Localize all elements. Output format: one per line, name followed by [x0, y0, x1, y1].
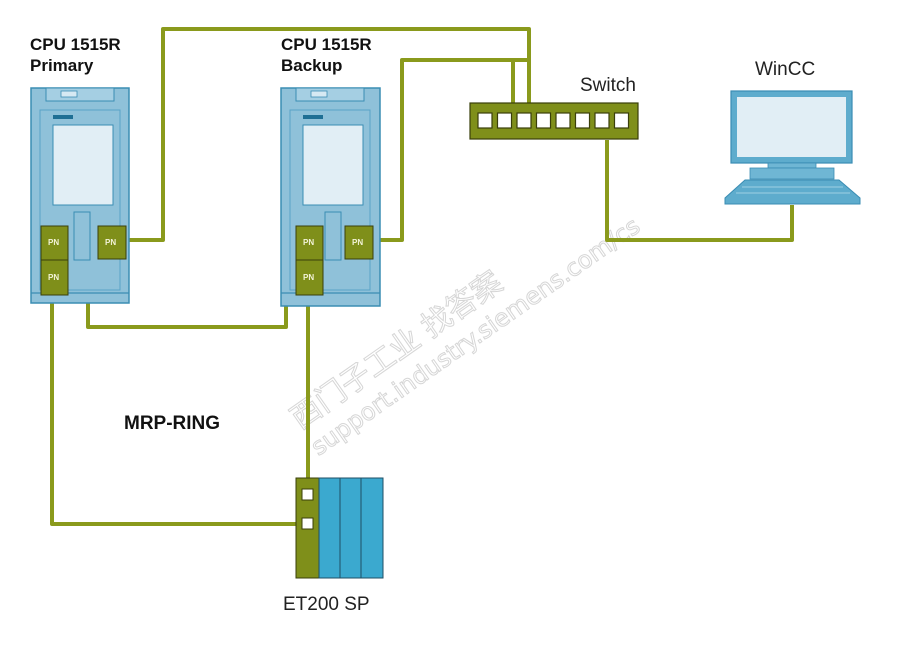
switch-body	[469, 102, 639, 140]
cpu-primary-port-x2[interactable]: PN	[97, 225, 127, 260]
et200sp-module-2	[339, 477, 362, 579]
et200sp-port-1[interactable]	[301, 488, 314, 501]
svg-text:PN: PN	[303, 273, 314, 282]
switch-port-2[interactable]	[496, 112, 513, 129]
cpu-primary-top-cover	[45, 87, 115, 102]
switch-port-4[interactable]	[535, 112, 552, 129]
switch-label: Switch	[580, 75, 636, 96]
cable-backup-to-switch-drop	[402, 58, 515, 103]
wincc-base	[749, 167, 835, 180]
switch-port-7[interactable]	[594, 112, 610, 129]
et200sp-module-1	[318, 477, 341, 579]
cable-primary-to-switch	[127, 27, 531, 242]
cpu-backup-port-x1p2[interactable]: PN	[295, 259, 324, 296]
wincc-screen	[737, 97, 846, 157]
cpu-backup-status-bar	[303, 115, 323, 119]
cpu-primary[interactable]: CPU 1515R Primary PN PN PN	[30, 35, 130, 304]
switch-port-1[interactable]	[477, 112, 493, 129]
et200sp-port-2[interactable]	[301, 517, 314, 530]
cpu-backup[interactable]: CPU 1515R Backup PN PN PN	[280, 35, 381, 307]
switch-port-3[interactable]	[516, 112, 532, 129]
cpu-backup-label-line1: CPU 1515R	[281, 35, 372, 54]
cpu-primary-port-x1p1[interactable]: PN	[40, 225, 69, 262]
switch-ports	[477, 112, 630, 129]
et200sp[interactable]: ET200 SP	[283, 477, 384, 615]
svg-text:PN: PN	[352, 238, 363, 247]
cable-primary-to-et200	[50, 295, 298, 526]
et200sp-label: ET200 SP	[283, 594, 370, 615]
wincc-label: WinCC	[755, 59, 815, 80]
svg-text:PN: PN	[48, 273, 59, 282]
cpu-backup-port-x2[interactable]: PN	[344, 225, 374, 260]
switch-port-5[interactable]	[555, 112, 571, 129]
cables	[50, 27, 794, 526]
switch-port-6[interactable]	[574, 112, 591, 129]
cpu-backup-port-x1p1[interactable]: PN	[295, 225, 324, 262]
cpu-primary-display	[52, 124, 114, 206]
cpu-primary-label-line2: Primary	[30, 56, 94, 75]
cpu-primary-port-x1p2[interactable]: PN	[40, 259, 69, 296]
cpu-backup-display	[302, 124, 364, 206]
cpu-primary-led-cover	[60, 90, 78, 98]
wincc-keyboard	[724, 179, 861, 205]
cpu-primary-label-line1: CPU 1515R	[30, 35, 121, 54]
wincc-stand	[767, 162, 817, 169]
mrp-ring-label: MRP-RING	[124, 413, 220, 434]
et200sp-module-3	[360, 477, 384, 579]
svg-text:PN: PN	[105, 238, 116, 247]
switch[interactable]: Switch	[469, 75, 639, 140]
switch-port-8[interactable]	[613, 112, 630, 129]
cpu-primary-status-bar	[53, 115, 73, 119]
cable-switch-to-wincc	[605, 140, 794, 242]
svg-text:PN: PN	[303, 238, 314, 247]
wincc-pc[interactable]: WinCC	[724, 59, 861, 205]
cable-backup-to-switch	[373, 58, 529, 242]
cpu-backup-label-line2: Backup	[281, 56, 342, 75]
svg-text:PN: PN	[48, 238, 59, 247]
